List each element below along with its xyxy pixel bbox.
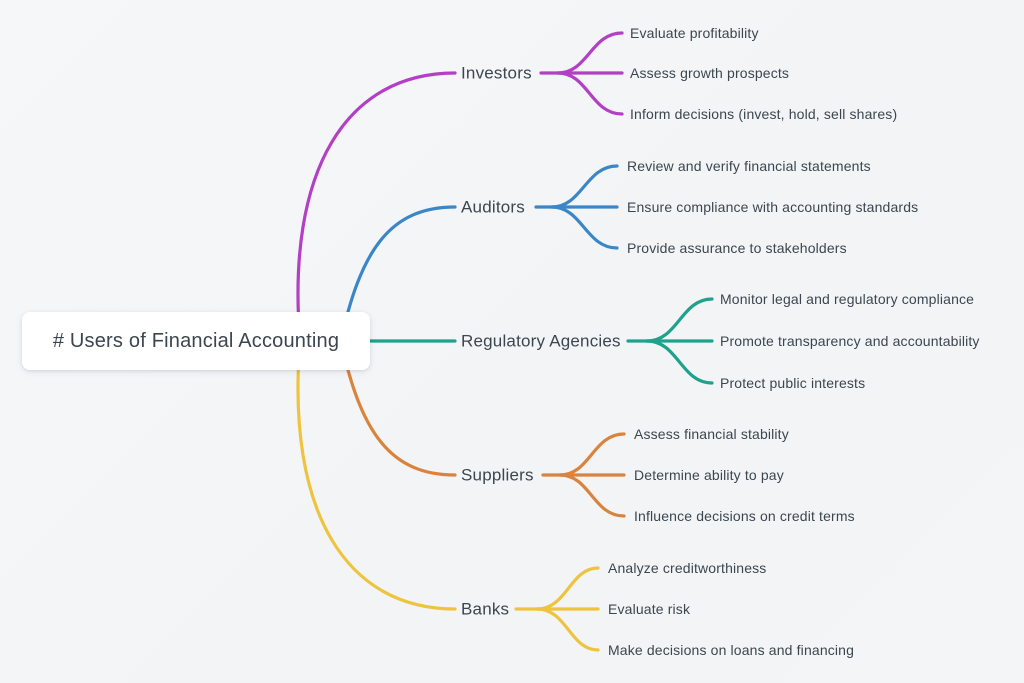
branch-label-suppliers[interactable]: Suppliers	[461, 465, 534, 485]
child-label-provide-assurance[interactable]: Provide assurance to stakeholders	[627, 240, 847, 256]
root-node[interactable]: # Users of Financial Accounting	[22, 312, 370, 370]
child-label-assess-growth-prospects[interactable]: Assess growth prospects	[630, 65, 790, 81]
child-label-monitor-compliance[interactable]: Monitor legal and regulatory compliance	[720, 291, 975, 307]
branch-label-regulatory-agencies[interactable]: Regulatory Agencies	[461, 331, 621, 351]
banks-branch-lines	[296, 339, 600, 652]
branch-label-banks[interactable]: Banks	[461, 599, 510, 619]
root-node-label: # Users of Financial Accounting	[52, 329, 340, 352]
child-label-review-verify-statements[interactable]: Review and verify financial statements	[627, 158, 871, 174]
auditors-branch-lines	[338, 164, 619, 347]
child-label-protect-public-interests[interactable]: Protect public interests	[720, 375, 866, 391]
child-label-evaluate-risk[interactable]: Evaluate risk	[608, 601, 691, 617]
investors-branch-lines	[296, 31, 624, 343]
suppliers-branch-lines	[338, 335, 626, 518]
child-label-assess-financial-stability[interactable]: Assess financial stability	[634, 426, 789, 442]
child-label-inform-decisions[interactable]: Inform decisions (invest, hold, sell sha…	[630, 106, 898, 122]
child-label-determine-ability-to-pay[interactable]: Determine ability to pay	[634, 467, 784, 483]
child-label-analyze-creditworthiness[interactable]: Analyze creditworthiness	[608, 560, 767, 576]
child-label-ensure-compliance[interactable]: Ensure compliance with accounting standa…	[627, 199, 919, 215]
branch-label-auditors[interactable]: Auditors	[461, 197, 525, 217]
child-label-loan-financing-decisions[interactable]: Make decisions on loans and financing	[608, 642, 855, 658]
child-label-influence-credit-terms[interactable]: Influence decisions on credit terms	[634, 508, 855, 524]
child-label-promote-transparency[interactable]: Promote transparency and accountability	[720, 333, 980, 349]
child-label-evaluate-profitability[interactable]: Evaluate profitability	[630, 25, 759, 41]
branch-label-investors[interactable]: Investors	[461, 63, 532, 83]
